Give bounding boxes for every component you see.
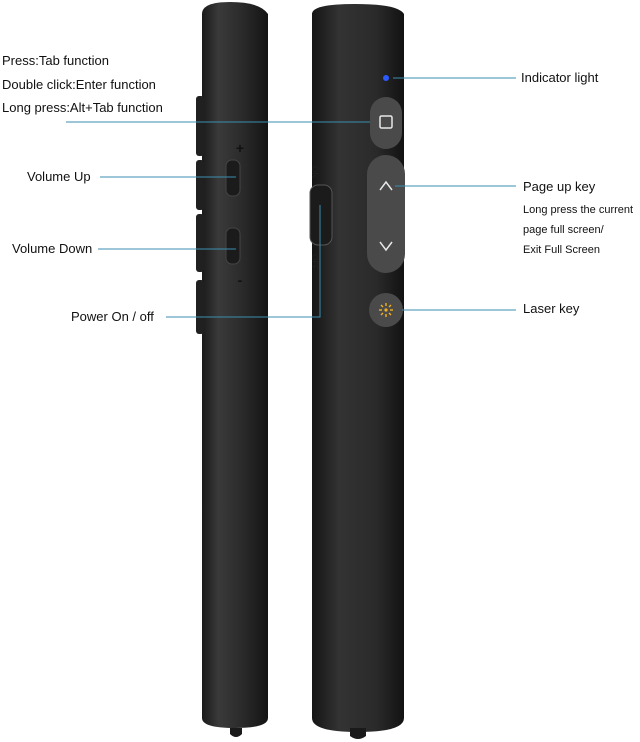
label-power-on-off: Power On / off — [71, 309, 154, 324]
minus-mark: - — [238, 272, 243, 288]
label-volume-down: Volume Down — [12, 241, 93, 256]
volume-down-button — [225, 227, 241, 265]
label-indicator-light: Indicator light — [521, 70, 599, 85]
plus-mark: + — [236, 140, 244, 156]
square-icon — [379, 115, 393, 129]
note-page-up-line-3: Exit Full Screen — [523, 244, 601, 256]
label-laser-key: Laser key — [523, 301, 580, 316]
tab-button — [370, 97, 402, 149]
off-mark: OFF — [310, 254, 319, 270]
indicator-light — [383, 75, 389, 81]
label-volume-up: Volume Up — [27, 169, 91, 184]
side-button-mid — [196, 160, 204, 210]
note-press-tab: Press:Tab function — [2, 53, 109, 68]
presenter-side-view: + - — [196, 2, 268, 737]
laser-icon — [379, 303, 393, 317]
chevron-up-icon — [379, 180, 393, 191]
power-switch — [309, 184, 333, 246]
note-long-press-alt-tab: Long press:Alt+Tab function — [2, 100, 163, 115]
page-key-rocker — [367, 155, 405, 273]
presenter-body-side — [202, 2, 268, 728]
presenter-front-view: ON OFF — [309, 4, 405, 739]
lanyard-hole-right — [350, 728, 366, 739]
leader-power — [166, 205, 321, 318]
label-page-up-key: Page up key — [523, 179, 596, 194]
note-page-up-line-1: Long press the current — [523, 204, 634, 216]
side-button-lower — [196, 214, 204, 272]
side-button-top — [196, 96, 204, 156]
on-mark: ON — [310, 166, 319, 178]
note-page-up-line-2: page full screen/ — [523, 224, 604, 236]
volume-up-button — [225, 159, 241, 197]
lanyard-hole-left — [230, 728, 242, 737]
chevron-down-icon — [379, 241, 393, 252]
note-double-click-enter: Double click:Enter function — [2, 77, 156, 92]
side-button-bottom — [196, 280, 204, 334]
